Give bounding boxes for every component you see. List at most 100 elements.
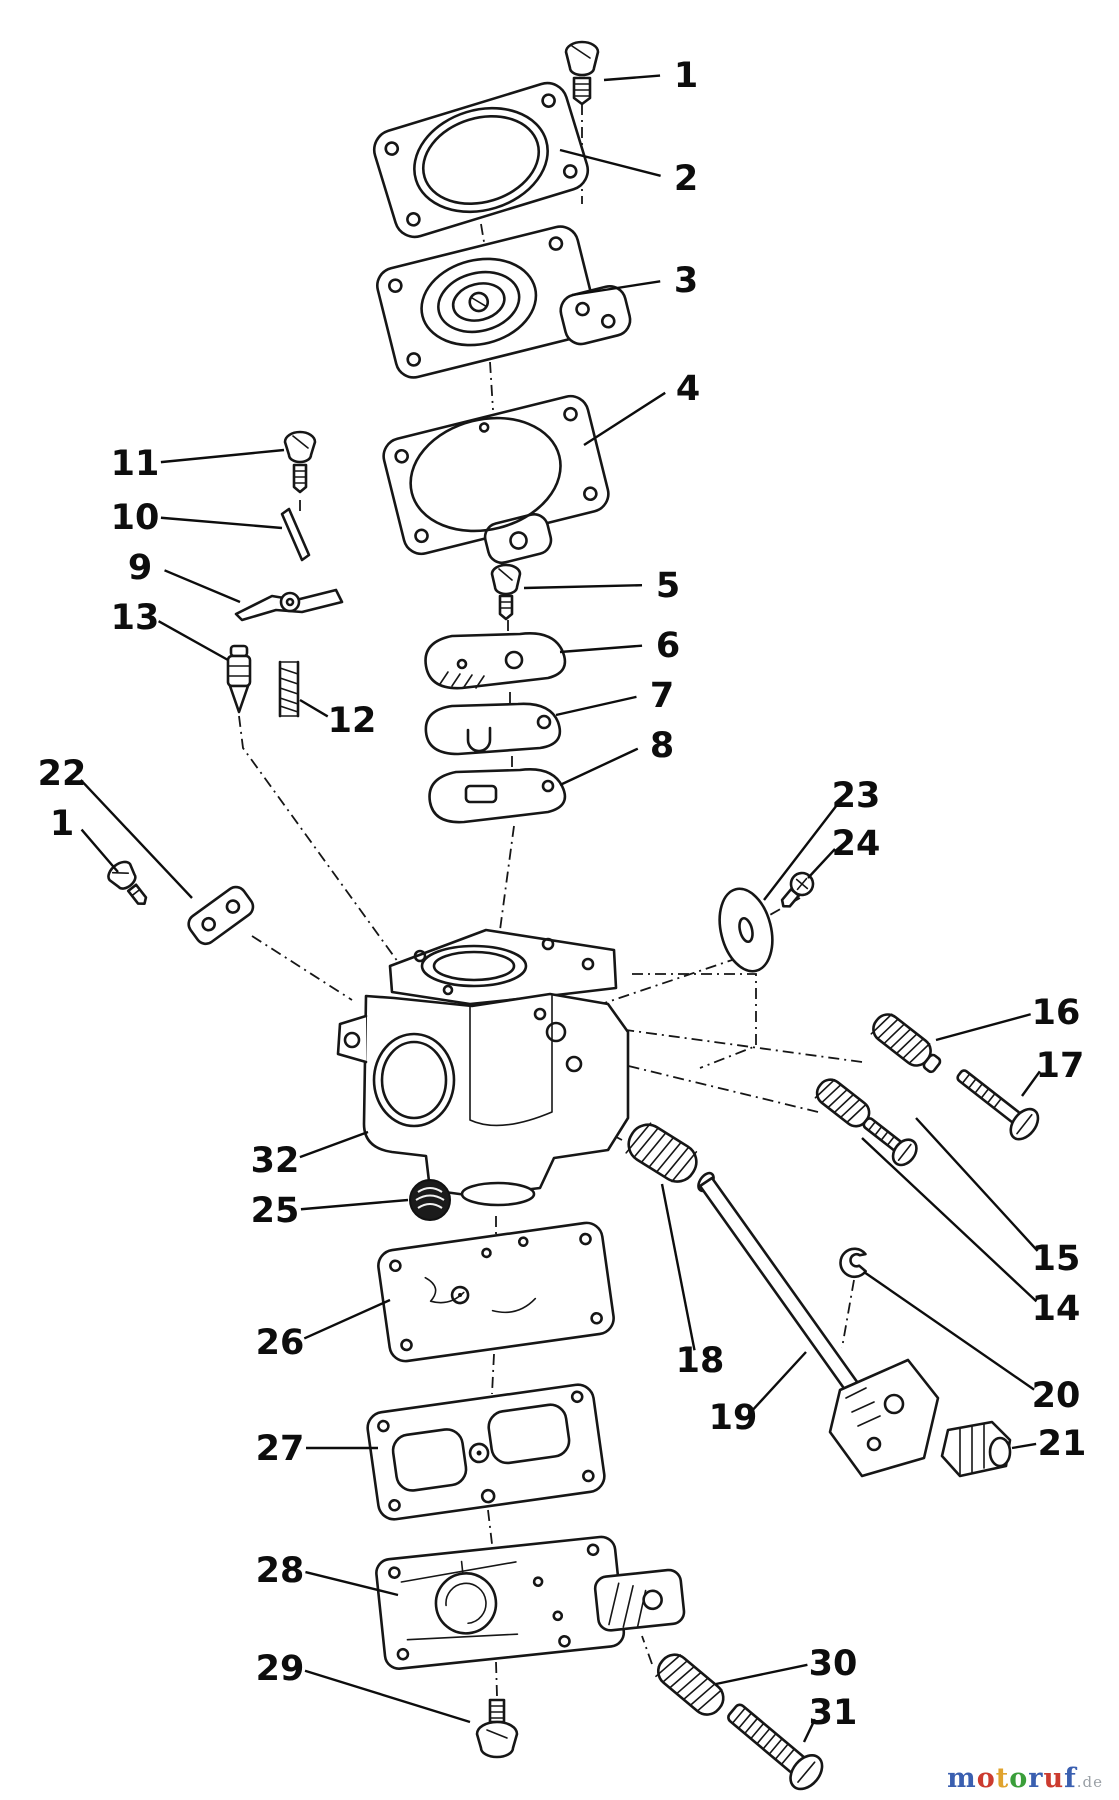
callout-label-1: 1: [50, 804, 74, 844]
callout-leader-24: [807, 848, 836, 879]
part-plate-7: [424, 702, 562, 756]
watermark-letter: t: [995, 1763, 1010, 1794]
callout-label-14: 14: [1032, 1289, 1081, 1329]
callout-label-12: 12: [328, 701, 377, 741]
callout-label-23: 23: [832, 776, 881, 816]
callout-label-3: 3: [674, 261, 698, 301]
callout-label-18: 18: [676, 1341, 725, 1381]
part-pump-cover: [372, 81, 590, 239]
callout-label-13: 13: [111, 598, 160, 638]
part-spring-and-needle-14-15: [814, 1078, 918, 1167]
callout-leader-19: [751, 1351, 807, 1412]
callout-leader-9: [164, 569, 241, 604]
callout-leader-31: [802, 1718, 817, 1743]
callout-leader-1: [603, 74, 661, 82]
callout-leader-15: [915, 1117, 1039, 1252]
part-metering-diaphragm: [377, 1221, 615, 1363]
callout-leader-3: [571, 280, 661, 297]
part-metering-gasket: [366, 1383, 606, 1521]
watermark-letter: m: [947, 1763, 977, 1794]
callout-leader-32: [299, 1130, 369, 1159]
callout-label-15: 15: [1032, 1239, 1081, 1279]
part-plate-6: [424, 632, 567, 690]
callout-label-31: 31: [809, 1693, 858, 1733]
callout-leader-5: [523, 584, 643, 590]
callout-label-29: 29: [256, 1649, 305, 1689]
watermark-letter: r: [1028, 1763, 1044, 1794]
callout-leader-17: [1021, 1070, 1041, 1097]
part-pin-10: [280, 507, 311, 562]
callout-leader-20: [863, 1271, 1035, 1391]
callout-label-9: 9: [128, 548, 152, 588]
callout-label-5: 5: [656, 566, 680, 606]
callout-leader-22: [79, 779, 193, 899]
callout-leader-16: [935, 1013, 1031, 1042]
callout-label-25: 25: [251, 1191, 300, 1231]
callout-label-16: 16: [1032, 993, 1081, 1033]
part-pump-gasket: [382, 394, 610, 565]
callout-leader-21: [1011, 1442, 1037, 1450]
callout-leader-10: [160, 516, 283, 530]
callout-leader-25: [300, 1198, 409, 1211]
callout-label-10: 10: [111, 498, 160, 538]
part-bracket-22: [187, 885, 255, 946]
callout-label-7: 7: [650, 676, 674, 716]
watermark-text: motoruf: [947, 1763, 1077, 1794]
callout-leader-30: [715, 1663, 808, 1686]
watermark-letter: f: [1064, 1763, 1077, 1794]
callout-label-6: 6: [656, 626, 680, 666]
callout-label-2: 2: [674, 159, 698, 199]
callout-leader-26: [303, 1298, 391, 1340]
callout-label-11: 11: [111, 444, 160, 484]
watermark-letter: o: [1009, 1763, 1029, 1794]
watermark-letter: o: [976, 1763, 996, 1794]
watermark-letter: u: [1043, 1763, 1065, 1794]
part-spring-16: [870, 1013, 942, 1074]
part-screw-11: [283, 430, 317, 494]
callout-leader-23: [763, 801, 840, 901]
callout-leader-18: [660, 1183, 696, 1351]
callout-label-20: 20: [1032, 1376, 1081, 1416]
callout-leader-2: [559, 148, 661, 177]
callout-label-30: 30: [809, 1644, 858, 1684]
part-disc-23: [718, 887, 774, 973]
callout-label-17: 17: [1036, 1046, 1085, 1086]
part-nut-21: [940, 1420, 1012, 1478]
callout-leader-11: [160, 448, 285, 464]
watermark-suffix: .de: [1076, 1773, 1103, 1791]
part-spring-18: [625, 1122, 698, 1183]
part-carburetor-body: [336, 928, 630, 1207]
callout-leader-14: [861, 1137, 1038, 1303]
part-throttle-shaft-19: [697, 1171, 940, 1478]
callout-label-22: 22: [38, 754, 87, 794]
callout-leader-8: [559, 747, 639, 787]
callout-leader-13: [158, 620, 229, 662]
part-needle-screw-17: [956, 1069, 1040, 1141]
callout-leader-7: [555, 695, 637, 717]
callout-label-32: 32: [251, 1141, 300, 1181]
callout-leader-1: [80, 828, 119, 873]
callout-label-19: 19: [709, 1398, 758, 1438]
part-plate-8: [428, 768, 567, 824]
callout-leader-29: [304, 1669, 471, 1724]
part-e-clip-20: [839, 1247, 867, 1279]
part-pump-diaphragm: [376, 225, 632, 379]
callout-label-28: 28: [256, 1551, 305, 1591]
callout-leader-28: [305, 1570, 399, 1597]
callout-label-26: 26: [256, 1323, 305, 1363]
part-screw-1-top: [564, 40, 600, 106]
watermark-logo: motoruf.de: [947, 1763, 1103, 1794]
part-bottom-cover: [375, 1535, 686, 1670]
part-spring-12: [278, 660, 300, 718]
callout-label-1: 1: [674, 56, 698, 96]
part-spring-30: [655, 1653, 725, 1716]
part-inlet-needle: [226, 644, 252, 714]
callout-label-27: 27: [256, 1429, 305, 1469]
callout-leader-6: [559, 644, 643, 654]
part-plug-25: [409, 1179, 451, 1221]
callout-leader-12: [299, 698, 329, 718]
callout-label-8: 8: [650, 726, 674, 766]
